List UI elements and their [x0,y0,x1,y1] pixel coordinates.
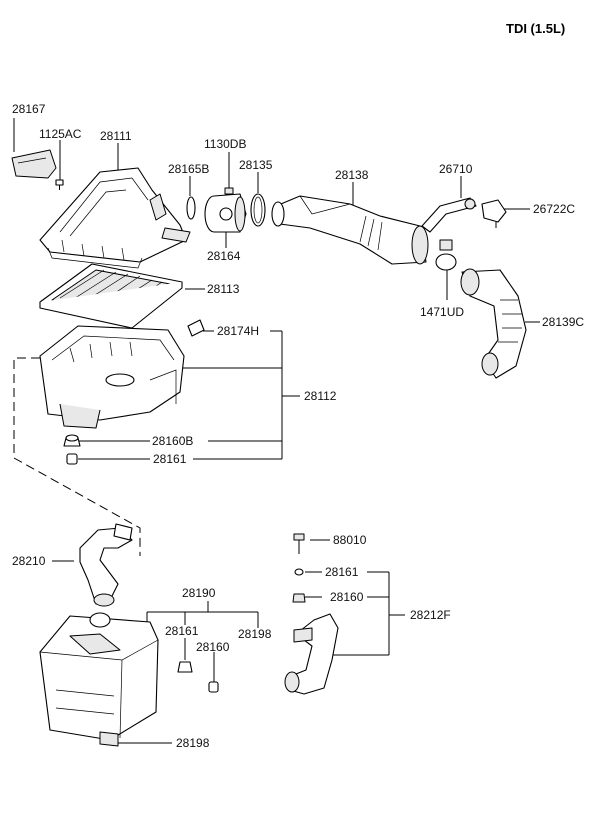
air-flow-sensor-shape [204,193,247,233]
intake-hose-shape [271,195,429,265]
label-28139C: 28139C [542,315,584,329]
clamp-28135-shape [250,193,266,227]
label-28161-right: 28161 [325,565,359,579]
label-28113: 28113 [207,282,240,296]
breather-hose-shape [421,197,477,233]
label-26710: 26710 [439,162,473,176]
label-28160-right: 28160 [330,590,364,604]
resonator-hose-shape [79,523,133,607]
air-cleaner-cover-shape [39,167,191,269]
label-1471UD: 1471UD [420,305,464,319]
air-cleaner-body-shape [39,325,185,429]
grommet-28160B-shape [63,434,81,447]
label-28167: 28167 [12,102,46,116]
clip-28174H-shape [187,319,205,337]
clamp-1471UD-shape [435,239,457,271]
label-1130DB: 1130DB [204,137,246,151]
label-28161-resonator: 28161 [165,624,199,638]
bush-28161-shape [66,453,78,465]
label-28198-lower: 28198 [176,736,210,750]
bolt-1130DB-shape [224,187,234,195]
label-28112: 28112 [304,389,337,403]
bracket-28167-shape [11,149,57,179]
label-28138: 28138 [335,168,369,182]
right-grommets-shape [292,568,306,603]
label-28160-resonator: 28160 [196,640,230,654]
label-28135: 28135 [239,158,273,172]
bolt-88010-shape [293,533,305,554]
gasket-28165B-shape [186,196,196,220]
label-28210: 28210 [12,554,46,568]
lower-hose-shape [460,268,527,379]
duct-28212F-shape [284,613,339,695]
engine-variant-title: TDI (1.5L) [506,21,565,36]
label-28160B: 28160B [152,434,193,448]
resonator-shape [39,612,159,747]
label-28161-upper: 28161 [153,452,187,466]
label-26722C: 26722C [533,202,575,216]
label-1125AC: 1125AC [39,127,82,141]
label-28111: 28111 [100,129,132,143]
bolt-1125AC-shape [55,179,64,190]
filter-element-shape [39,263,183,329]
leader-lines [13,118,540,744]
label-28165B: 28165B [168,162,209,176]
label-28198-upper: 28198 [238,627,272,641]
label-88010: 88010 [333,533,367,547]
label-28164: 28164 [207,249,241,263]
label-28190: 28190 [182,586,216,600]
resonator-grommets-shape [177,661,219,693]
label-28174H: 28174H [217,324,259,338]
part-labels: 28167 1125AC 28111 1130DB 28165B 28135 2… [12,102,584,750]
label-28212F: 28212F [410,608,451,622]
clip-26722C-shape [481,199,507,228]
